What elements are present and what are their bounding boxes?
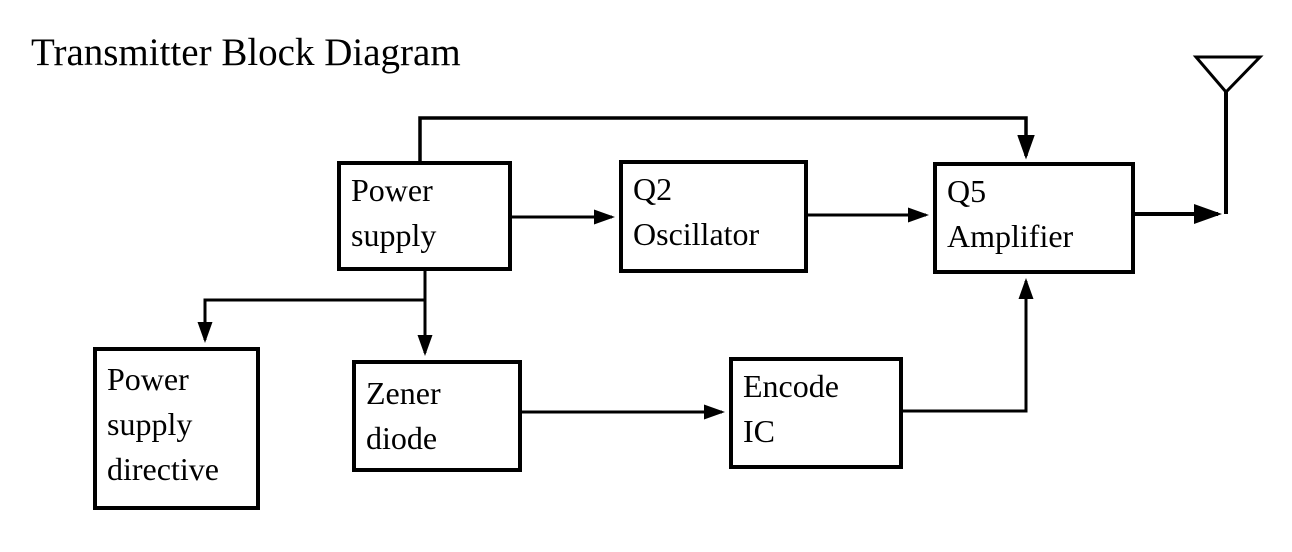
block-label: Power supply — [351, 172, 437, 253]
block-q5-amplifier: Q5 Amplifier — [933, 162, 1135, 274]
block-power-supply-directive: Power supply directive — [93, 347, 260, 510]
connector-power-supply-to-q5-amplifier — [418, 116, 1035, 161]
connector-power-supply-to-power-supply-directive — [197, 298, 425, 343]
block-label: Q2 Oscillator — [633, 171, 760, 252]
block-label: Encode IC — [743, 368, 839, 449]
diagram-title: Transmitter Block Diagram — [31, 31, 461, 74]
block-label: Q5 Amplifier — [947, 173, 1074, 254]
block-zener-diode: Zener diode — [352, 360, 522, 472]
connector-encode-ic-to-q5-amplifier — [903, 278, 1034, 413]
block-label: Zener diode — [366, 375, 441, 456]
antenna-triangle — [1192, 55, 1264, 95]
block-encode-ic: Encode IC — [729, 357, 903, 469]
block-power-supply: Power supply — [337, 161, 512, 271]
block-label: Power supply directive — [107, 361, 219, 487]
antenna-icon — [1192, 55, 1264, 214]
block-q2-oscillator: Q2 Oscillator — [619, 160, 808, 273]
